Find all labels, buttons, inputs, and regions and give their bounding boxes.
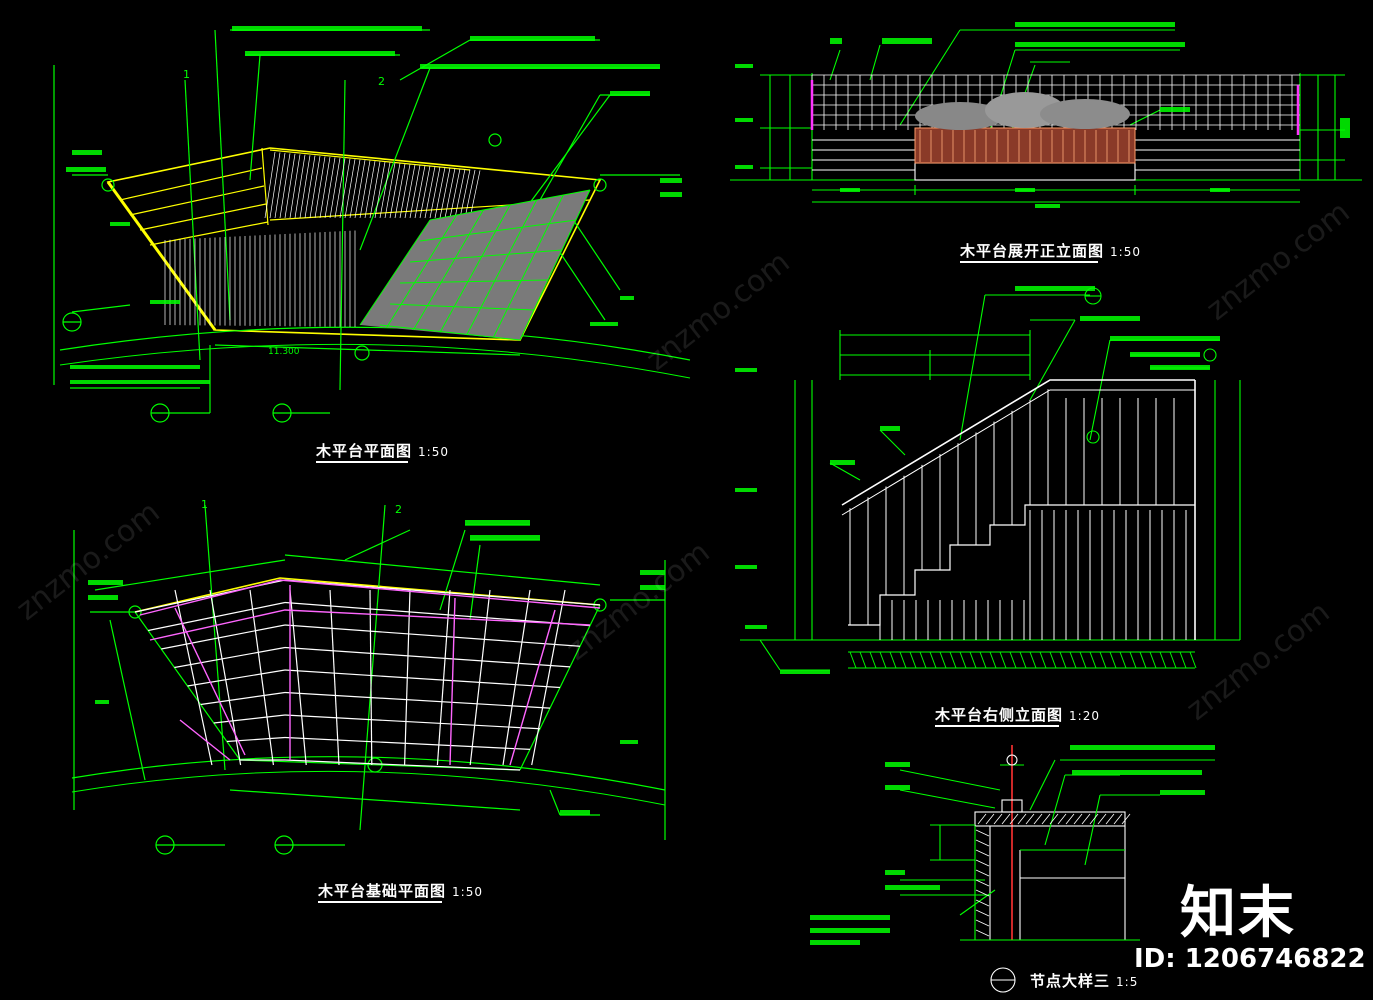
side-railing-handrail xyxy=(841,379,1196,640)
brand-logo: 知末 xyxy=(1180,881,1296,946)
foundation-magenta-beams xyxy=(139,579,601,766)
plan-diagonal-hatch xyxy=(264,151,481,219)
plan-title-underline xyxy=(316,461,408,463)
plan-paving-grid xyxy=(359,189,591,341)
planter-box xyxy=(810,80,1300,164)
section-marker-2-plan: 2 xyxy=(378,75,385,88)
plan-board-hatch xyxy=(164,230,356,327)
side-balusters xyxy=(849,389,1187,640)
side-foundation-hatch xyxy=(848,651,1197,669)
image-id-label: ID: 1206746822 xyxy=(1134,944,1366,974)
front-elevation-title-underline xyxy=(960,261,1098,263)
section-marker-2-foundation: 2 xyxy=(395,503,402,516)
side-elevation-title-underline xyxy=(935,725,1059,727)
side-stairs xyxy=(848,504,1195,626)
detail-deck-hatch xyxy=(975,813,1131,937)
section-marker-1-plan: 1 xyxy=(183,68,190,81)
section-marker-1-foundation: 1 xyxy=(201,498,208,511)
plan-dimension-label: 11.300 xyxy=(268,347,300,357)
plan-stone-paving xyxy=(360,190,590,340)
foundation-title-underline xyxy=(318,901,442,903)
foundation-beam-grid xyxy=(134,579,601,771)
planter-slats xyxy=(919,130,1130,162)
detail-view xyxy=(899,745,1215,993)
